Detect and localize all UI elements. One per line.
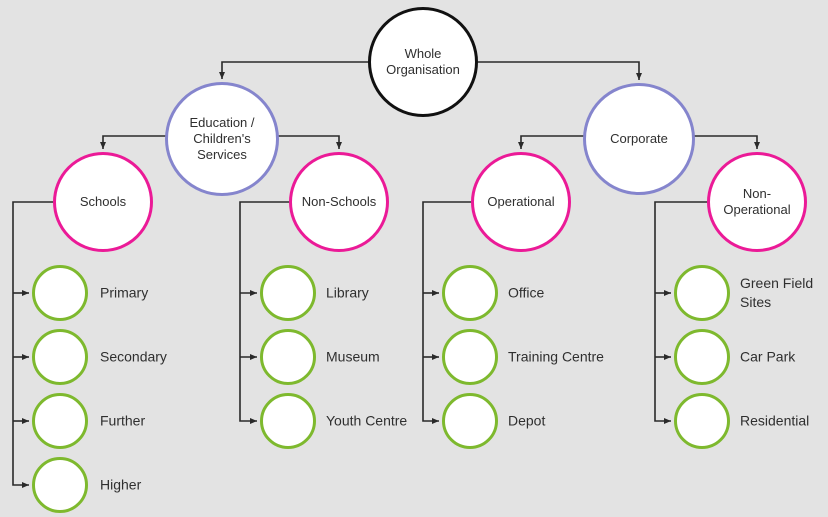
- node-non-schools: Non-Schools: [289, 152, 389, 252]
- leaf-label-training-centre: Training Centre: [508, 348, 604, 365]
- node-operational: Operational: [471, 152, 571, 252]
- leaf-circle-library: [260, 265, 316, 321]
- leaf-label-secondary: Secondary: [100, 348, 167, 365]
- leaf-circle-residential: [674, 393, 730, 449]
- leaf-circle-depot: [442, 393, 498, 449]
- leaf-label-youth-centre: Youth Centre: [326, 412, 408, 429]
- leaf-circle-training-centre: [442, 329, 498, 385]
- leaf-circle-green-field-sites: [674, 265, 730, 321]
- leaf-label-residential: Residential: [740, 412, 810, 429]
- leaf-circle-primary: [32, 265, 88, 321]
- node-education-childrens-services: Education / Children's Services: [165, 82, 279, 196]
- leaf-label-office: Office: [508, 284, 545, 301]
- leaf-label-car-park: Car Park: [740, 348, 796, 365]
- leaf-label-primary: Primary: [100, 284, 149, 301]
- leaf-label-museum: Museum: [326, 348, 380, 365]
- leaf-label-higher: Higher: [100, 476, 142, 493]
- leaf-circle-car-park: [674, 329, 730, 385]
- leaf-circle-museum: [260, 329, 316, 385]
- leaf-label-depot: Depot: [508, 412, 546, 429]
- leaf-circle-youth-centre: [260, 393, 316, 449]
- node-schools: Schools: [53, 152, 153, 252]
- node-corporate: Corporate: [583, 83, 695, 195]
- node-non-operational: Non-Operational: [707, 152, 807, 252]
- leaf-circle-further: [32, 393, 88, 449]
- leaf-circle-office: [442, 265, 498, 321]
- leaf-label-green-field-sites: Green Field Sites: [740, 275, 814, 310]
- node-whole-organisation: Whole Organisation: [368, 7, 478, 117]
- leaf-circle-secondary: [32, 329, 88, 385]
- leaf-label-further: Further: [100, 412, 146, 429]
- leaf-circle-higher: [32, 457, 88, 513]
- leaf-label-library: Library: [326, 284, 369, 301]
